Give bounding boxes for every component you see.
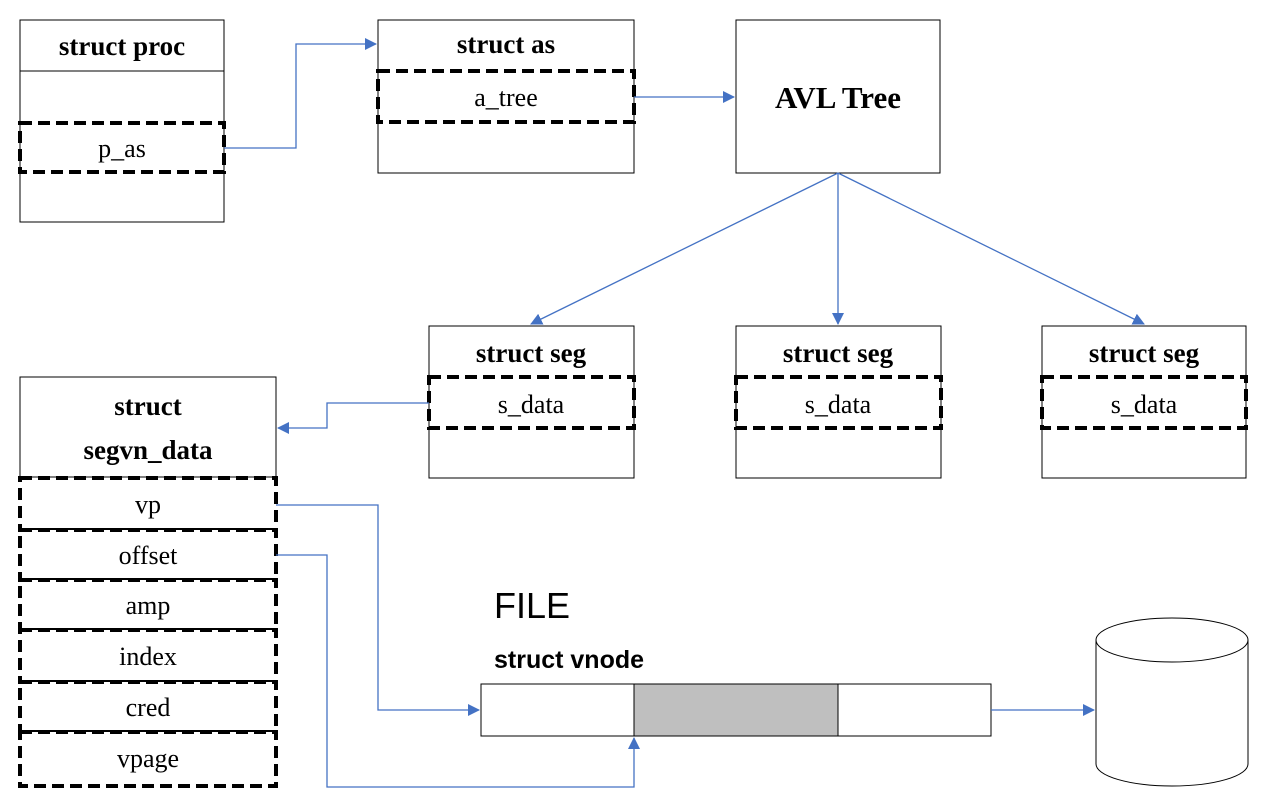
segvn-field-offset: offset [119, 541, 179, 570]
vnode-highlighted-region [633, 683, 839, 737]
segvn-title-line2: segvn_data [83, 435, 213, 465]
avl-title: AVL Tree [775, 80, 901, 115]
segvn-field-index: index [119, 642, 177, 671]
vnode-bar [480, 683, 992, 737]
arrow-s-data-to-segvn [277, 402, 429, 434]
seg-title: struct seg [476, 338, 587, 368]
avl-tree-box: AVL Tree [735, 19, 941, 174]
seg-field-s-data: s_data [1111, 390, 1178, 419]
disk-cylinder-icon [1095, 617, 1249, 787]
struct-seg-box: struct seg s_data [427, 325, 636, 479]
as-title: struct as [457, 29, 555, 59]
arrow-offset-to-vnode [276, 554, 640, 788]
struct-seg-box: struct seg s_data [1040, 325, 1248, 479]
struct-segvn-data-box: struct segvn_data vp offset amp index cr… [18, 376, 278, 788]
connectors [224, 38, 1145, 788]
seg-title: struct seg [783, 338, 894, 368]
segvn-title-line1: struct [114, 391, 181, 421]
segvn-field-cred: cred [126, 693, 171, 722]
arrow-p-as-to-as [224, 38, 377, 149]
vnode-title: struct vnode [494, 646, 644, 674]
proc-field-p-as: p_as [98, 134, 146, 163]
struct-seg-box: struct seg s_data [734, 325, 943, 479]
file-label: FILE [494, 585, 570, 626]
seg-field-s-data: s_data [498, 390, 565, 419]
as-field-a-tree: a_tree [474, 83, 538, 112]
seg-field-s-data: s_data [805, 390, 872, 419]
arrow-vp-to-vnode [276, 504, 480, 716]
arrow-avl-to-seg-1 [530, 172, 839, 325]
arrow-avl-to-seg-3 [837, 172, 1145, 325]
segvn-field-amp: amp [126, 591, 171, 620]
segvn-field-vp: vp [135, 490, 161, 519]
proc-title: struct proc [59, 31, 185, 61]
seg-title: struct seg [1089, 338, 1200, 368]
struct-proc-box: struct proc p_as [18, 19, 226, 223]
segvn-field-vpage: vpage [117, 744, 179, 773]
struct-as-box: struct as a_tree [376, 19, 636, 174]
